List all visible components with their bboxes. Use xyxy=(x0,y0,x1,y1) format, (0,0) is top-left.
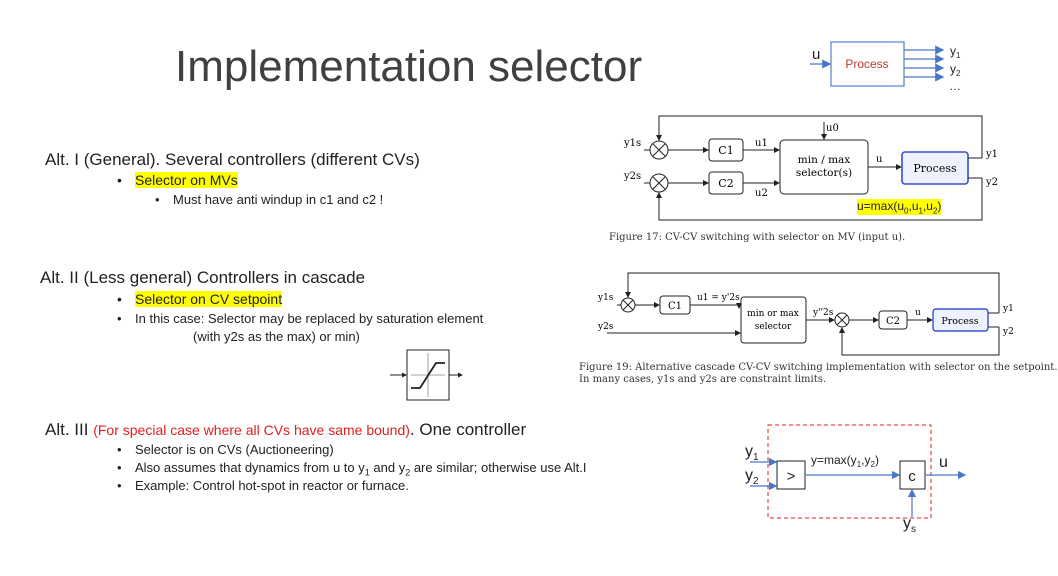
alt1-bullet-1-text: Selector on MVs xyxy=(135,172,238,188)
svg-text:C1: C1 xyxy=(718,144,733,157)
svg-text:y2: y2 xyxy=(985,177,998,188)
alt2-bullet-1-text: Selector on CV setpoint xyxy=(135,291,283,307)
svg-text:Process: Process xyxy=(913,162,957,175)
alt1-heading: Alt. I (General). Several controllers (d… xyxy=(45,150,420,169)
alt3-bullet-1: Selector is on CVs (Auctioneering) xyxy=(117,442,334,457)
saturation-element-icon xyxy=(390,349,463,401)
svg-text:>: > xyxy=(787,468,796,485)
svg-text:y1s: y1s xyxy=(597,293,614,303)
output-ellipsis: … xyxy=(949,79,961,93)
svg-text:y2: y2 xyxy=(1002,327,1014,337)
controller-block xyxy=(899,460,926,490)
max-selector-block xyxy=(776,460,806,490)
f19-caption-1: Figure 19: Alternative cascade CV-CV swi… xyxy=(579,362,1058,373)
alt3-heading-note: (For special case where all CVs have sam… xyxy=(93,422,410,438)
svg-text:c: c xyxy=(908,468,916,485)
svg-text:Process: Process xyxy=(941,316,978,327)
alt1-sub-bullet: Must have anti windup in c1 and c2 ! xyxy=(155,192,383,207)
f17-caption: Figure 17: CV-CV switching with selector… xyxy=(609,232,906,243)
svg-text:y1: y1 xyxy=(985,149,998,160)
y2-label: y2 xyxy=(745,467,759,487)
alt2-bullet-2-cont: (with y2s as the max) or min) xyxy=(193,329,360,344)
alt1-bullet-1: Selector on MVs xyxy=(117,172,238,188)
svg-text:C2: C2 xyxy=(886,316,900,327)
output-y1-label: y1 xyxy=(950,44,961,60)
alt2-bullet-2: In this case: Selector may be replaced b… xyxy=(117,311,483,326)
svg-text:min or max: min or max xyxy=(747,309,799,319)
figure-19-diagram: y1s y2s C1 u1 = y'2s min or max selector… xyxy=(597,272,1014,356)
svg-text:u: u xyxy=(915,308,921,318)
svg-text:C1: C1 xyxy=(668,301,682,312)
alt3-bullet-2: Also assumes that dynamics from u to y1 … xyxy=(117,460,586,478)
svg-text:min / max: min / max xyxy=(798,154,851,166)
svg-text:u: u xyxy=(876,154,883,165)
figure-17-diagram: y1s y2s C1 C2 u1 u2 min / max selector(s… xyxy=(623,115,998,221)
svg-text:u1: u1 xyxy=(755,138,768,149)
alt2-heading: Alt. II (Less general) Controllers in ca… xyxy=(40,268,366,287)
page-title: Implementation selector xyxy=(175,42,643,91)
svg-text:y1: y1 xyxy=(1002,304,1014,314)
process-block xyxy=(830,41,905,87)
svg-text:u2: u2 xyxy=(755,188,768,199)
svg-text:y2s: y2s xyxy=(597,322,614,332)
alt3-bullet-3: Example: Control hot-spot in reactor or … xyxy=(117,478,409,493)
svg-text:u1 = y'2s: u1 = y'2s xyxy=(697,293,740,303)
svg-text:u0: u0 xyxy=(826,123,839,134)
alt2-bullet-1: Selector on CV setpoint xyxy=(117,291,283,307)
f17-y2s: y2s xyxy=(623,171,641,182)
u-label: u xyxy=(939,454,948,471)
f17-annotation: u=max(u0,u1,u2) xyxy=(857,199,942,216)
f17-process xyxy=(901,151,969,185)
top-process-diagram: u Process y1 y2 … xyxy=(810,41,961,93)
f19-selector xyxy=(740,296,807,344)
input-u-label: u xyxy=(812,46,820,63)
f19-process xyxy=(932,308,989,332)
dashed-boundary xyxy=(767,424,932,519)
y1-label: y1 xyxy=(745,443,759,463)
output-y2-label: y2 xyxy=(950,62,961,78)
alt3-heading: Alt. III (For special case where all CVs… xyxy=(45,420,527,439)
alt3-diagram: y1 y2 > y=max(y1,y2) c u ys xyxy=(745,424,967,535)
svg-text:C2: C2 xyxy=(718,177,733,190)
ys-label: ys xyxy=(903,515,916,535)
svg-text:selector(s): selector(s) xyxy=(796,167,852,179)
process-label: Process xyxy=(845,57,888,71)
svg-text:selector: selector xyxy=(755,322,792,332)
svg-text:y''2s: y''2s xyxy=(812,308,834,318)
f17-y1s: y1s xyxy=(623,138,641,149)
max-output-label: y=max(y1,y2) xyxy=(811,453,879,469)
f19-caption-2: In many cases, y1s and y2s are constrain… xyxy=(579,374,827,385)
